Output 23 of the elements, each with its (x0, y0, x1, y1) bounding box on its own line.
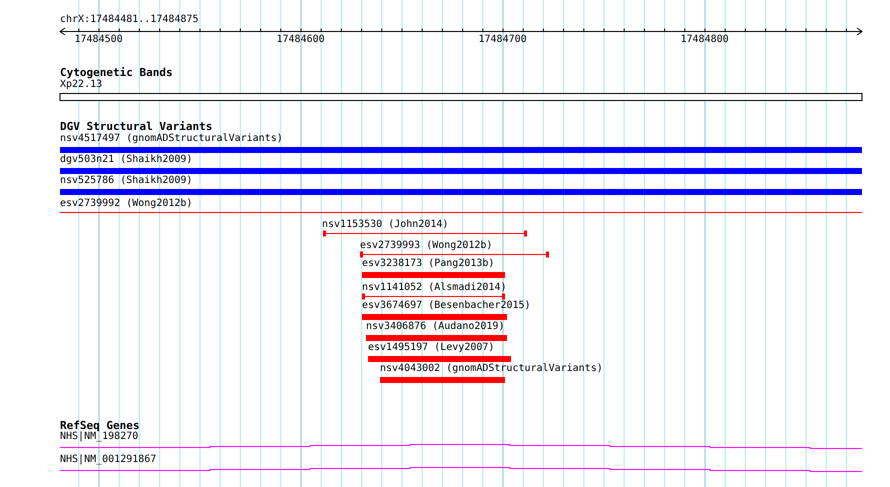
gene-label: NHS|NM_001291867 (60, 454, 156, 466)
variant-label: nsv4517497 (gnomADStructuralVariants) (60, 133, 283, 145)
variant-label: esv1495197 (Levy2007) (368, 342, 494, 354)
band-label: Xp22.13 (60, 79, 102, 91)
tick-label: 17484600 (276, 34, 325, 46)
variant-label: esv3674697 (Besenbacher2015) (362, 300, 531, 312)
variant-label: nsv3406876 (Audano2019) (366, 321, 504, 333)
variant-label: nsv1153530 (John2014) (322, 219, 448, 231)
gene-label: NHS|NM_198270 (60, 431, 138, 443)
track-heading: DGV Structural Variants (60, 121, 212, 133)
variant-label: nsv4043002 (gnomADStructuralVariants) (380, 363, 603, 375)
variant-label: dgv503n21 (Shaikh2009) (60, 154, 192, 166)
variant-label: esv2739992 (Wong2012b) (60, 198, 192, 210)
tick-label: 17484500 (74, 34, 123, 46)
track-heading: RefSeq Genes (60, 420, 140, 432)
track-heading: Cytogenetic Bands (60, 67, 173, 79)
tick-label: 17484700 (478, 34, 527, 46)
variant-label: esv3238173 (Pang2013b) (362, 258, 494, 270)
variant-label: nsv1141052 (Alsmadi2014) (362, 282, 506, 294)
region-title: chrX:17484481..17484875 (60, 14, 198, 26)
variant-label: nsv525786 (Shaikh2009) (60, 175, 192, 187)
tick-label: 17484800 (680, 34, 729, 46)
variant-label: esv2739993 (Wong2012b) (360, 240, 492, 252)
